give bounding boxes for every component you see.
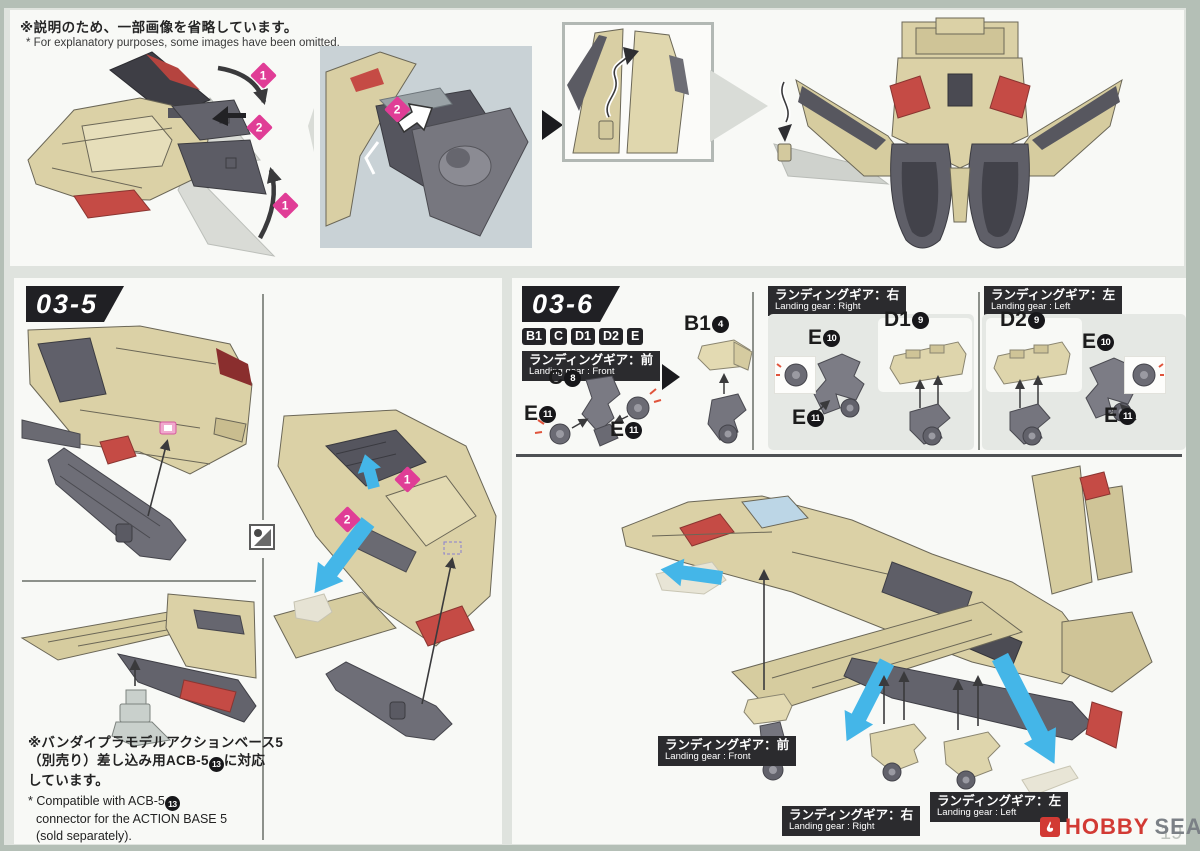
top-strip-panel: ※説明のため、一部画像を省略しています。 * For explanatory p… xyxy=(10,10,1184,266)
column-divider xyxy=(752,292,754,450)
straight-arrow-icon xyxy=(421,557,456,705)
print-registration-stripe xyxy=(516,284,521,330)
action-base-adapter-diagram xyxy=(20,593,257,747)
footnote-en-line2: connector for the ACTION BASE 5 xyxy=(36,812,228,827)
hatch-open-diagram xyxy=(273,409,497,741)
circled-13: 13 xyxy=(164,796,180,812)
gunpod-attach-diagram xyxy=(21,325,253,561)
front-gear-subassembly xyxy=(534,375,662,447)
cyan-arrow-icon xyxy=(314,517,375,594)
runner-chip: C xyxy=(549,328,568,345)
straight-arrow-icon xyxy=(147,439,171,517)
hobby-search-watermark: HOBBY SEARCH xyxy=(1040,814,1200,840)
gear-right-label: ランディングギア：右 Landing gear : Right xyxy=(768,286,907,316)
runner-chip: E xyxy=(626,328,644,345)
runner-chip: B1 xyxy=(522,328,546,345)
clip-detail-inset xyxy=(562,22,714,162)
gear-right-label-bottom: ランディングギア：右 Landing gear : Right xyxy=(782,806,921,836)
s-curve-arrow-icon xyxy=(781,81,789,123)
column-divider xyxy=(978,292,980,450)
circled-13: 13 xyxy=(208,756,224,772)
footnote-jp-line3: しています。 xyxy=(28,772,110,788)
wheel-inset xyxy=(1124,356,1166,394)
watermark-search-text: SEARCH xyxy=(1154,814,1200,839)
curved-arrow-icon xyxy=(217,65,268,105)
step-03-5-panel: 03-5 xyxy=(14,278,502,844)
rear-view-diagram xyxy=(773,17,1123,249)
insert-arrow-icon xyxy=(397,103,434,134)
front-gear-result xyxy=(697,339,753,444)
right-triangle-arrow-icon xyxy=(662,364,680,390)
omission-note-en: * For explanatory purposes, some images … xyxy=(26,37,340,49)
landing-gear-overview-diagram xyxy=(621,465,1153,794)
omission-note: ※説明のため、一部画像を省略しています。 * For explanatory p… xyxy=(20,16,340,49)
runner-chip: D1 xyxy=(571,328,595,345)
left-arrow-icon xyxy=(212,106,246,126)
cyan-arrow-icon xyxy=(660,558,723,587)
page-number: 19 xyxy=(1160,822,1183,844)
s-curve-arrow-icon xyxy=(606,54,630,118)
gear-front-label-bottom: ランディングギア：前 Landing gear : Front xyxy=(658,736,797,766)
zoom-beam xyxy=(308,108,314,152)
gear-left-label: ランディングギア：左 Landing gear : Left xyxy=(984,286,1123,316)
right-triangle-arrow-icon xyxy=(542,110,563,140)
step-03-6-header: 03-6 xyxy=(522,286,620,322)
column-divider xyxy=(262,558,264,840)
step-03-6-label: 03-6 xyxy=(532,289,595,319)
right-gear-bay xyxy=(889,341,967,446)
gear-left-label-bottom: ランディングギア：左 Landing gear : Left xyxy=(930,792,1069,822)
footnote-en-line3: (sold separately). xyxy=(36,828,132,843)
zoom-beam-2 xyxy=(710,70,768,142)
left-gear-bay xyxy=(993,341,1071,446)
watermark-hobby-text: HOBBY xyxy=(1065,814,1150,839)
step-03-5-label: 03-5 xyxy=(36,289,99,319)
row-divider xyxy=(22,580,256,582)
cyan-arrow-icon xyxy=(357,454,381,490)
omission-note-jp: ※説明のため、一部画像を省略しています。 xyxy=(20,20,298,35)
runner-chip: D2 xyxy=(599,328,623,345)
wheel-inset xyxy=(774,356,816,394)
column-divider xyxy=(262,294,264,520)
step-03-5-header: 03-5 xyxy=(26,286,124,322)
corner-marker-icon xyxy=(249,524,275,550)
nose-fold-diagram xyxy=(27,51,314,257)
footnote-jp-line1: ※バンダイプラモデルアクションベース5 xyxy=(28,735,284,750)
flame-icon xyxy=(1040,817,1060,837)
step-03-6-panel: 03-6 B1 C D1 D2 E ランディングギア：前 Landing gea… xyxy=(512,278,1200,844)
cyan-arrow-icon xyxy=(991,652,1056,764)
cockpit-closeup-inset xyxy=(320,46,532,248)
section-rule xyxy=(516,454,1182,457)
runner-chips: B1 C D1 D2 E xyxy=(522,328,644,345)
